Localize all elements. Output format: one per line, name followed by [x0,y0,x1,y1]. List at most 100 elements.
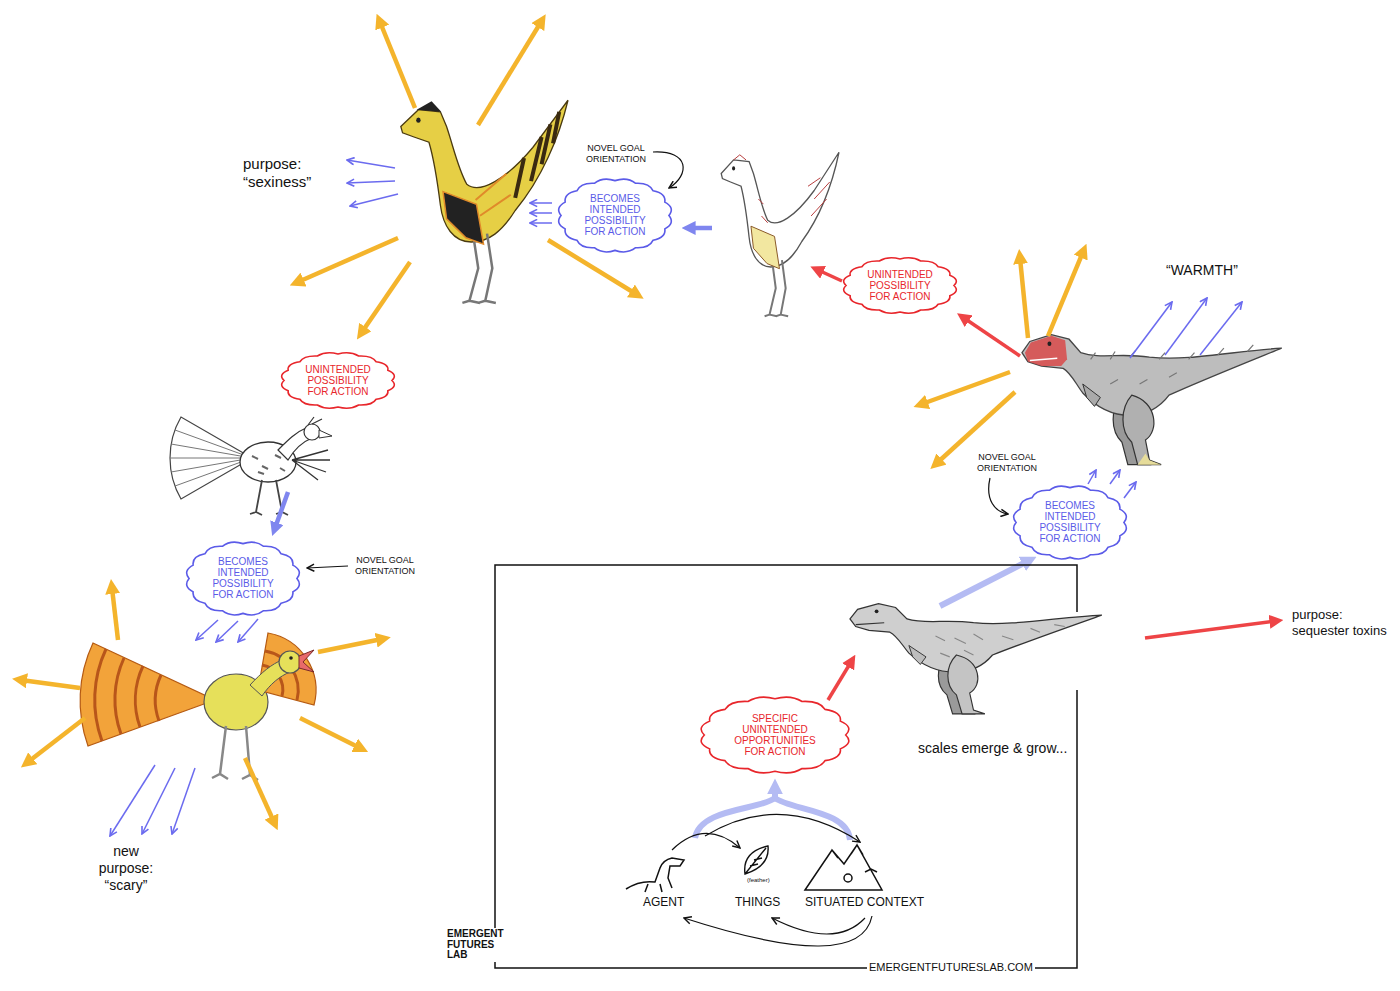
faded-blue-arrows [940,561,1028,606]
orange-fan-bird [80,643,215,746]
blue-arrows [530,212,552,214]
leader-lines [307,152,1008,946]
cloud-outline [844,257,957,312]
red-arrows [964,318,1020,356]
yellow-arrows [380,22,415,108]
white-feathered-dinosaur [721,152,839,316]
white-feathered-dinosaur [751,226,780,269]
leader-lines [705,814,860,842]
purpose-note: purpose: sequester toxins [1292,607,1398,638]
scaly-dinosaur [856,623,885,625]
logo-text: EMERGENT FUTURES LAB [445,928,509,962]
frame-box: EMERGENT FUTURES LABEMERGENTFUTURESLAB.C… [495,565,1077,968]
fuzzy-dinosaur [1022,335,1282,465]
cloud-outline [187,542,300,615]
blue-arrows [172,768,195,834]
yellow-arrows [1020,258,1028,338]
fuzzy-dinosaur [1123,395,1161,464]
blue-arrows [1110,470,1120,484]
blue-arrows [1124,482,1136,498]
blue-arrows [347,181,395,183]
callout-note: NOVEL GOAL ORIENTATION [350,555,420,577]
blue-arrows [530,202,552,204]
red-arrows [818,270,1275,700]
yellow-arrows [922,372,1010,404]
blue-arrows [238,619,258,642]
fuzzy-dinosaur [1025,336,1067,366]
leader-lines [989,478,1008,514]
white-feathered-dinosaur [721,152,839,267]
blue-arrows [110,765,155,836]
red-arrows [828,662,851,700]
yellow-arrows [245,758,274,822]
thought-cloud: BECOMES INTENDED POSSIBILITY FOR ACTION [183,539,303,618]
blue-arrows [530,222,552,224]
frame-outline [495,565,1077,968]
sketch-fan-bird [292,450,330,480]
scaly-dinosaur [850,604,1102,714]
white-feathered-dinosaur [765,260,789,316]
scaly-dinosaur [936,625,1065,657]
purpose-note: purpose: “sexiness” [243,155,325,191]
yellow-arrows [21,22,1083,822]
cloud-text: BECOMES INTENDED POSSIBILITY FOR ACTION [580,193,650,237]
thought-cloud: SPECIFIC UNINTENDED OPPORTUNITIES FOR AC… [697,694,853,776]
blue-arrows [196,620,218,640]
orange-fan-bird [80,633,316,780]
yellow-arrows [28,718,85,762]
thought-cloud: BECOMES INTENDED POSSIBILITY FOR ACTION [1010,483,1130,562]
blue-arrows [110,160,1242,836]
white-feathered-dinosaur [732,166,735,170]
blue-arrows [1165,298,1207,355]
icon-label: THINGS [735,895,780,909]
scaly-dinosaur [850,604,1102,672]
yellow-striped-dinosaur [515,112,559,198]
cloud-text: UNINTENDED POSSIBILITY FOR ACTION [303,364,373,397]
red-arrows [1145,621,1275,638]
leader-lines [772,918,865,934]
yellow-arrows [300,718,360,748]
cloud-text: BECOMES INTENDED POSSIBILITY FOR ACTION [1035,500,1105,544]
blue-arrows [216,621,238,642]
cloud-outline [282,352,395,407]
orange-fan-bird [289,656,293,660]
fuzzy-dinosaur [1022,335,1282,416]
icon-label: AGENT [643,895,684,909]
blue-arrows [1200,302,1242,355]
yellow-striped-dinosaur [401,100,568,303]
fuzzy-dinosaur [1083,384,1101,406]
yellow-striped-dinosaur [416,118,420,123]
yellow-arrows [112,588,118,640]
cloud-text: SPECIFIC UNINTENDED OPPORTUNITIES FOR AC… [729,712,821,758]
orange-fan-bird [299,650,314,672]
blue-arrows [350,194,398,206]
purpose-note: new purpose: “scary” [88,843,164,893]
yellow-arrows [362,262,410,332]
leader-lines [684,916,872,946]
faded-blue-arrows [775,798,850,840]
yellow-striped-dinosaur [462,234,495,303]
yellow-striped-dinosaur [401,100,568,242]
url-text: EMERGENTFUTURESLAB.COM [867,961,1035,975]
sketch-fan-bird [252,455,285,474]
yellow-arrows [21,680,80,688]
scaly-dinosaur [875,609,879,613]
blue-arrows [1088,470,1096,484]
yellow-striped-dinosaur [476,174,511,216]
white-feathered-dinosaur [734,155,830,223]
mountains-icon [865,869,877,872]
thought-cloud: UNINTENDED POSSIBILITY FOR ACTION [278,350,398,411]
scaly-dinosaur [948,655,985,714]
cloud-outline [559,179,672,252]
stage-note: scales emerge & grow... [918,740,1067,757]
icon-caption: (feather) [747,877,770,884]
red-arrows [818,270,842,281]
feather-icon [745,846,768,874]
faded-blue-arrows [772,788,778,799]
thought-cloud: UNINTENDED POSSIBILITY FOR ACTION [840,255,960,316]
callout-note: NOVEL GOAL ORIENTATION [972,452,1042,474]
leader-lines [653,152,683,188]
purpose-note: “WARMTH” [1166,262,1238,279]
fuzzy-dinosaur [1138,453,1162,464]
